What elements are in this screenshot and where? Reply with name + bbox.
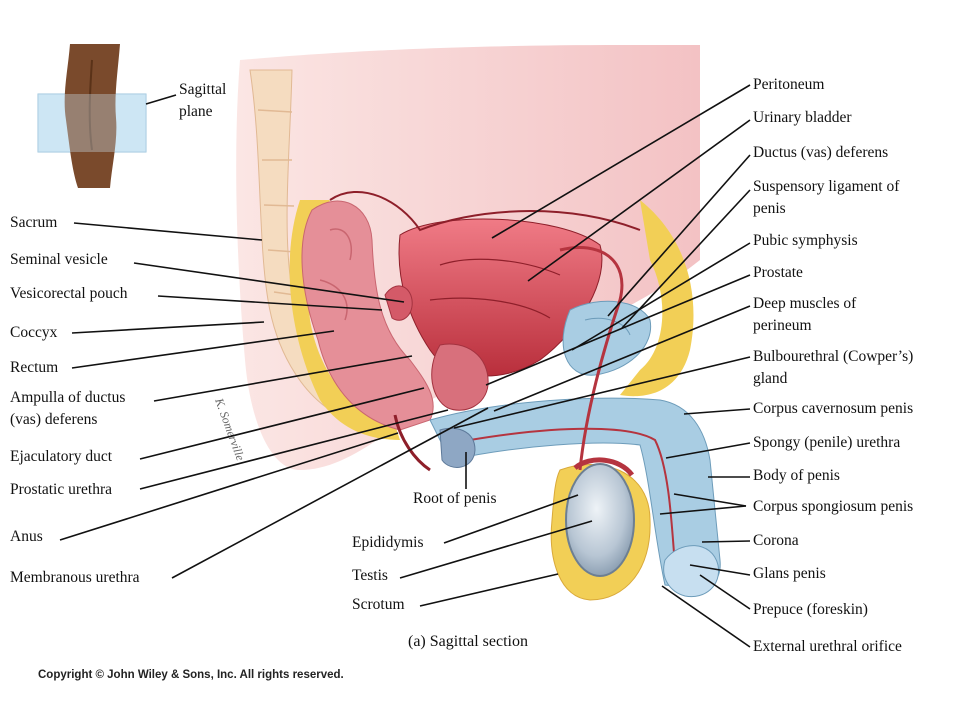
label-rectum: Rectum [10, 359, 59, 376]
leader-scrotum [419, 573, 559, 607]
artist-signature: K. Somerville [212, 395, 248, 463]
peritoneum-line [329, 190, 641, 232]
leader-ductus-deferens [607, 154, 751, 317]
label-ampulla-line1: Ampulla of ductus [10, 389, 126, 406]
fat-anterior [620, 200, 694, 397]
leader-testis [399, 520, 593, 579]
label-ampulla-line2: (vas) deferens [10, 411, 98, 428]
sagittal-plane-inset [37, 44, 147, 188]
leader-rectum [71, 330, 335, 369]
label-corpus-cavernosum: Corpus cavernosum penis [753, 400, 914, 417]
leader-sagittal-plane [145, 94, 177, 105]
sagittal-plane-label-line1: Sagittal [179, 81, 227, 98]
seminal-vesicle-shape [384, 285, 413, 321]
leader-peritoneum [491, 84, 751, 239]
leader-membranous-urethra [171, 407, 489, 579]
body-silhouette [64, 44, 120, 188]
leader-ejaculatory-duct [139, 387, 425, 460]
urinary-bladder-shape [398, 218, 603, 377]
leader-external-urethral-orifice [661, 585, 751, 648]
label-urinary-bladder: Urinary bladder [753, 109, 852, 126]
leader-vesicorectal-pouch [157, 295, 383, 311]
label-suspensory-ligament-line2: penis [753, 200, 786, 217]
label-peritoneum: Peritoneum [753, 76, 825, 93]
label-vesicorectal-pouch: Vesicorectal pouch [10, 285, 128, 302]
label-external-urethral-orifice: External urethral orifice [753, 638, 902, 655]
leader-prostatic-urethra [139, 409, 449, 490]
label-anus: Anus [10, 528, 43, 545]
leader-prepuce [699, 574, 751, 610]
leader-prostate [485, 274, 751, 386]
leader-deep-muscles [493, 305, 751, 412]
label-sacrum: Sacrum [10, 214, 58, 231]
label-body-of-penis: Body of penis [753, 467, 840, 484]
leader-spongy-urethra [665, 442, 751, 459]
label-glans-penis: Glans penis [753, 565, 826, 582]
label-membranous-urethra: Membranous urethra [10, 569, 140, 586]
testis-shape [565, 463, 635, 577]
prostate-shape [431, 343, 489, 411]
leader-coccyx [71, 321, 265, 334]
leader-corpus-spongiosum-b [659, 505, 747, 515]
label-corona: Corona [753, 532, 799, 549]
label-deep-muscles-line1: Deep muscles of [753, 295, 857, 312]
label-prostatic-urethra: Prostatic urethra [10, 481, 113, 498]
leader-ampulla [153, 355, 413, 402]
leader-epididymis [443, 494, 579, 544]
label-bulbourethral-line1: Bulbourethral (Cowper’s) [753, 348, 914, 365]
copyright-notice: Copyright © John Wiley & Sons, Inc. All … [38, 669, 344, 681]
leader-corona [701, 540, 751, 543]
leader-seminal-vesicle [133, 262, 405, 303]
label-suspensory-ligament: Suspensory ligament of penis [753, 176, 953, 220]
label-root-of-penis: Root of penis [413, 490, 497, 507]
label-ejaculatory-duct: Ejaculatory duct [10, 448, 112, 465]
label-suspensory-ligament-line1: Suspensory ligament of [753, 178, 900, 195]
label-prepuce: Prepuce (foreskin) [753, 601, 868, 618]
leader-glans-penis [689, 564, 751, 576]
label-ampulla: Ampulla of ductus (vas) deferens [10, 387, 160, 431]
label-coccyx: Coccyx [10, 324, 58, 341]
label-bulbourethral-line2: gland [753, 370, 788, 387]
label-ductus-deferens: Ductus (vas) deferens [753, 144, 889, 161]
label-deep-muscles-line2: perineum [753, 317, 812, 334]
rectum-shape [301, 200, 434, 431]
leader-anus [59, 432, 399, 541]
label-scrotum: Scrotum [352, 596, 405, 613]
label-corpus-spongiosum: Corpus spongiosum penis [753, 498, 914, 515]
label-seminal-vesicle: Seminal vesicle [10, 251, 108, 268]
label-epididymis: Epididymis [352, 534, 424, 551]
label-deep-muscles: Deep muscles of perineum [753, 293, 953, 337]
leader-corpus-cavernosum [683, 408, 751, 415]
leader-sacrum [73, 222, 263, 241]
leader-lines [59, 84, 751, 648]
fat-posterior [289, 200, 400, 440]
label-testis: Testis [352, 567, 388, 584]
label-prostate: Prostate [753, 264, 803, 281]
label-pubic-symphysis: Pubic symphysis [753, 232, 858, 249]
leader-suspensory-ligament [621, 189, 751, 329]
anus-shape [393, 414, 431, 472]
figure-caption: (a) Sagittal section [408, 633, 528, 650]
sagittal-plane-label: Sagittal plane [179, 79, 249, 123]
leader-bulbourethral [453, 356, 751, 429]
anatomy-regions [236, 45, 721, 601]
leader-corpus-spongiosum-a [673, 493, 747, 507]
label-spongy-urethra: Spongy (penile) urethra [753, 434, 901, 451]
urethra-line [469, 427, 677, 581]
sagittal-plane-label-line2: plane [179, 103, 213, 120]
label-bulbourethral: Bulbourethral (Cowper’s) gland [753, 346, 958, 390]
ductus-deferens-path [559, 245, 624, 471]
glans-shape [663, 545, 720, 598]
leader-urinary-bladder [527, 119, 751, 282]
leader-pubic-symphysis [571, 242, 751, 351]
